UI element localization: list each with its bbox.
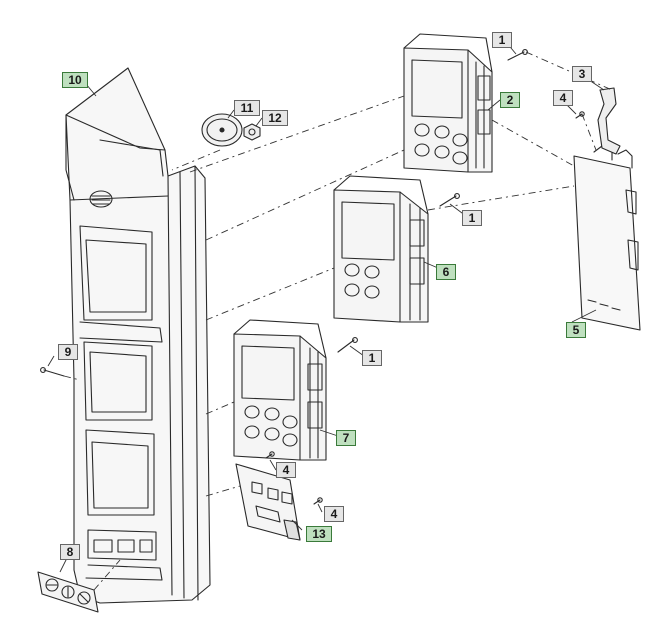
circuit-board-5 (573, 145, 641, 331)
callout-2: 2 (500, 92, 520, 108)
column-housing (65, 67, 211, 604)
screw-1-low (337, 337, 358, 353)
callout-6: 6 (436, 264, 456, 280)
lens-disc (201, 113, 243, 147)
screw-1-mid (439, 193, 460, 207)
keypad-board-13 (235, 463, 301, 541)
callout-1-top: 1 (492, 32, 512, 48)
display-module-6 (333, 175, 429, 323)
screw-4-board-a (265, 451, 275, 459)
callout-1-mid: 1 (462, 210, 482, 226)
callout-4-top: 4 (553, 90, 573, 106)
callout-11: 11 (234, 100, 260, 116)
ribbon-cable-3 (597, 87, 621, 155)
callout-4-board-b: 4 (324, 506, 344, 522)
screw-9 (40, 367, 65, 377)
button-plate-8 (37, 571, 99, 613)
display-module-2 (403, 33, 493, 173)
callout-10: 10 (62, 72, 88, 88)
callout-8: 8 (60, 544, 80, 560)
callout-4-board-a: 4 (276, 462, 296, 478)
assembly-lines (63, 51, 613, 591)
callout-12: 12 (262, 110, 288, 126)
display-module-7 (233, 319, 327, 461)
callout-9: 9 (58, 344, 78, 360)
callout-1-low: 1 (362, 350, 382, 366)
screw-4-top (575, 111, 585, 119)
screw-1-top (507, 49, 528, 61)
clip-nut (243, 123, 261, 141)
callout-13: 13 (306, 526, 332, 542)
callout-7: 7 (336, 430, 356, 446)
callout-5: 5 (566, 322, 586, 338)
callout-3: 3 (572, 66, 592, 82)
screw-4-board-b (313, 497, 323, 505)
